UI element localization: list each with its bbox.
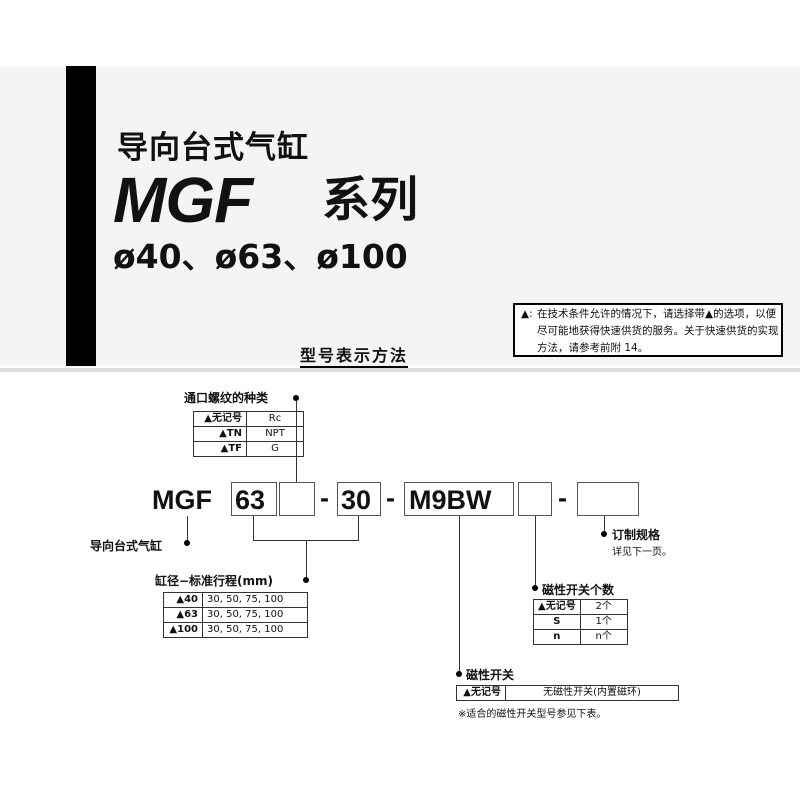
stroke-code: 30 — [341, 485, 372, 515]
stroke-code-box: 30 — [337, 482, 381, 516]
separator-2: - — [386, 483, 395, 513]
product-series-title: 系列 — [322, 172, 419, 228]
quick-delivery-notice: ▲: 在技术条件允许的情况下，请选择带▲的选项，以便尽可能地获得快速供货的服务。… — [513, 303, 783, 357]
switch-count-code-box — [518, 482, 552, 516]
port-thread-code-box — [279, 482, 315, 516]
switch-count-leader-line — [535, 516, 536, 588]
table-row: ▲无记号无磁性开关(内置磁环) — [456, 685, 679, 701]
separator-1: - — [320, 483, 329, 513]
auto-switch-table: ▲无记号无磁性开关(内置磁环) — [456, 685, 679, 701]
product-model-title: MGF — [113, 164, 253, 236]
port-thread-connector-dot — [293, 395, 299, 401]
notice-text: 在技术条件允许的情况下，请选择带▲的选项，以便尽可能地获得快速供货的服务。关于快… — [537, 308, 779, 354]
switch-count-connector-dot — [532, 585, 538, 591]
switch-code-box: M9BW — [404, 482, 514, 516]
auto-switch-connector-dot — [456, 671, 462, 677]
cylinder-leader-line — [187, 516, 188, 540]
model-prefix: MGF — [152, 485, 212, 515]
cylinder-label: 导向台式气缸 — [90, 539, 163, 553]
product-bore-sizes: ø40、ø63、ø100 — [113, 237, 408, 276]
section-title: 型号表示方法 — [300, 346, 409, 368]
bore-code-box: 63 — [231, 482, 277, 516]
switch-count-label: 磁性开关个数 — [542, 583, 615, 597]
custom-spec-note: 详见下一页。 — [612, 547, 672, 558]
port-thread-label: 通口螺纹的种类 — [184, 391, 269, 405]
switch-code: M9BW — [409, 485, 492, 515]
header-accent-bar — [66, 66, 96, 366]
custom-spec-label: 订制规格 — [612, 528, 661, 542]
bore-stroke-connector-dot — [303, 577, 309, 583]
bore-code: 63 — [235, 485, 266, 515]
section-divider — [0, 368, 800, 372]
separator-3: - — [558, 483, 567, 513]
custom-spec-code-box — [577, 482, 639, 516]
auto-switch-label: 磁性开关 — [466, 668, 515, 682]
cylinder-connector-dot — [184, 540, 190, 546]
bore-bracket-left — [253, 516, 254, 540]
product-title-cn: 导向台式气缸 — [117, 130, 309, 166]
bore-stroke-label: 缸径−标准行程(mm) — [155, 574, 274, 588]
auto-switch-note: ※适合的磁性开关型号参见下表。 — [458, 709, 607, 720]
bore-stroke-leader-line — [306, 540, 307, 580]
custom-spec-connector-dot — [601, 531, 607, 537]
bore-bracket-right — [358, 516, 359, 540]
triangle-mark-icon: ▲: — [521, 308, 533, 320]
auto-switch-leader-line — [459, 516, 460, 674]
custom-spec-leader-line — [604, 516, 605, 534]
